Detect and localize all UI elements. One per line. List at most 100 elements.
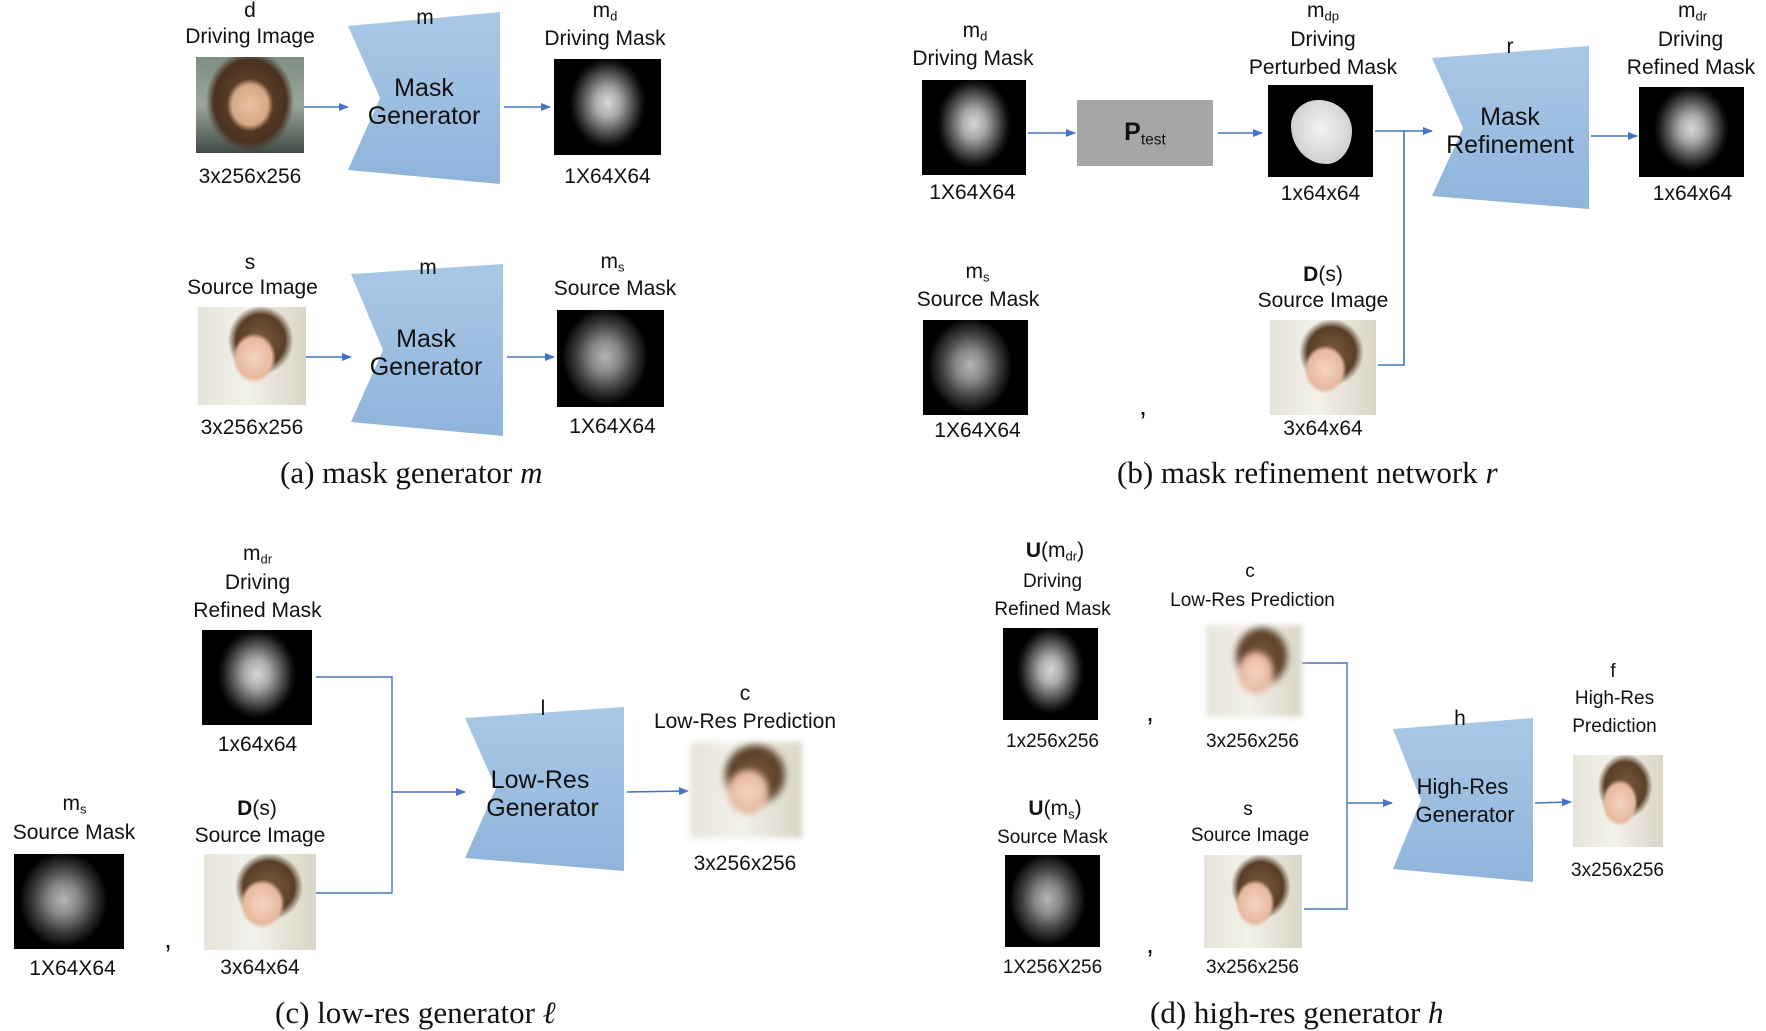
- b-net-line2: Refinement: [1446, 131, 1574, 159]
- a-source-mask-label: Source Mask: [553, 277, 677, 300]
- d-source-img-image: [1204, 855, 1302, 948]
- c-source-mask-label: Source Mask: [12, 821, 136, 844]
- b-perturbed-line2: Perturbed Mask: [1248, 56, 1398, 79]
- a-gen2-line2: Generator: [369, 353, 483, 381]
- c-refined-symbol: mdr: [242, 542, 273, 567]
- c-caption: (c) low-res generator ℓ: [275, 995, 556, 1030]
- d-refined-symbol: U(mdr): [1025, 539, 1085, 564]
- arrow-c2: [626, 787, 689, 796]
- a-source-label: Source Image: [187, 276, 318, 299]
- a-driving-dims: 3x256x256: [198, 165, 302, 188]
- c-pred-symbol: c: [739, 682, 751, 705]
- b-net-symbol: r: [1506, 35, 1514, 58]
- mask-generator-shape-2: [351, 264, 503, 436]
- d-pred-symbol: f: [1610, 661, 1616, 682]
- c-refined-dims: 1x64x64: [217, 733, 298, 756]
- c-source-mask-image: [14, 854, 124, 949]
- wire-b-source: [1378, 131, 1405, 366]
- a-driving-mask-image: [554, 59, 661, 155]
- d-source-mask-symbol: U(ms): [1028, 797, 1082, 822]
- d-source-mask-label: Source Mask: [997, 827, 1108, 848]
- d-caption: (d) high-res generator h: [1150, 995, 1444, 1030]
- b-source-mask-dims: 1X64X64: [934, 419, 1021, 442]
- b-source-mask-image: [923, 320, 1028, 415]
- d-source-img-symbol: s: [1243, 799, 1253, 820]
- c-refined-image: [202, 630, 312, 725]
- a-source-image: [198, 307, 306, 405]
- a-driving-image: [196, 57, 304, 153]
- b-driving-mask-image: [922, 80, 1026, 175]
- b-caption: (b) mask refinement network r: [1117, 455, 1498, 490]
- c-refined-line1: Driving: [224, 571, 291, 594]
- ptest-label: Ptest: [1124, 118, 1166, 149]
- b-perturbed-line1: Driving: [1290, 28, 1356, 51]
- b-source-img-symbol: D(s): [1303, 263, 1343, 286]
- c-source-img-image: [204, 854, 316, 950]
- a-source-mask-image: [557, 310, 664, 407]
- wire-d-inputs: [1302, 662, 1348, 910]
- d-pred-image: [1573, 755, 1663, 847]
- d-lowres-symbol: c: [1245, 561, 1255, 582]
- mask-refinement-shape: [1432, 46, 1589, 209]
- c-pred-label: Low-Res Prediction: [653, 710, 837, 733]
- b-driving-mask-dims: 1X64X64: [929, 181, 1016, 204]
- b-source-mask-label: Source Mask: [916, 288, 1040, 311]
- b-source-mask-symbol: ms: [965, 260, 990, 285]
- d-lowres-label: Low-Res Prediction: [1170, 590, 1335, 611]
- d-lowres-dims: 3x256x256: [1206, 731, 1299, 752]
- d-pred-line1: High-Res: [1574, 688, 1655, 709]
- d-source-img-label: Source Image: [1190, 825, 1310, 846]
- d-source-mask-dims: 1X256X256: [1002, 957, 1103, 978]
- ptest-box: [1077, 100, 1213, 166]
- b-driving-mask-label: Driving Mask: [912, 47, 1034, 70]
- d-comma1: ,: [1146, 696, 1154, 727]
- a-gen1-line2: Generator: [367, 102, 481, 130]
- b-refined-dims: 1x64x64: [1652, 182, 1733, 205]
- d-net-line1: High-Res: [1416, 774, 1509, 799]
- a-gen1-symbol: m: [416, 6, 434, 29]
- d-comma2: ,: [1146, 928, 1154, 959]
- a-driving-mask-symbol: md: [592, 0, 618, 24]
- c-net-line1: Low-Res: [490, 766, 590, 794]
- d-refined-line1: Driving: [1022, 571, 1083, 592]
- a-source-mask-symbol: ms: [600, 250, 625, 275]
- c-source-img-label: Source Image: [194, 824, 326, 847]
- b-comma: ,: [1139, 390, 1147, 421]
- d-net-symbol: h: [1454, 707, 1466, 730]
- d-refined-line2: Refined Mask: [994, 599, 1111, 620]
- b-perturbed-image: [1268, 85, 1373, 177]
- c-net-line2: Generator: [486, 794, 599, 822]
- b-perturbed-dims: 1x64x64: [1280, 182, 1361, 205]
- c-net-symbol: l: [540, 697, 546, 720]
- b-source-img-image: [1270, 320, 1376, 415]
- a-driving-mask-dims: 1X64X64: [564, 165, 651, 188]
- low-res-generator-shape: [465, 707, 624, 871]
- c-pred-dims: 3x256x256: [693, 852, 797, 875]
- c-pred-image: [690, 742, 802, 838]
- d-refined-dims: 1x256x256: [1006, 731, 1099, 752]
- a-gen1-line1: Mask: [394, 74, 454, 102]
- d-lowres-image: [1206, 625, 1302, 717]
- c-source-img-symbol: D(s): [237, 797, 277, 820]
- a-source-symbol: s: [244, 251, 256, 274]
- a-caption: (a) mask generator m: [280, 455, 543, 490]
- d-pred-dims: 3x256x256: [1571, 860, 1664, 881]
- d-source-mask-image: [1005, 855, 1100, 947]
- b-net-line1: Mask: [1480, 103, 1540, 131]
- c-source-mask-symbol: ms: [62, 792, 87, 817]
- d-net-line2: Generator: [1415, 802, 1515, 827]
- c-comma: ,: [164, 923, 172, 954]
- b-source-img-dims: 3x64x64: [1283, 417, 1363, 440]
- mask-generator-shape-1: [348, 12, 500, 184]
- a-driving-symbol: d: [244, 0, 256, 22]
- a-gen2-symbol: m: [419, 256, 437, 279]
- d-source-img-dims: 3x256x256: [1206, 957, 1299, 978]
- a-driving-mask-label: Driving Mask: [544, 27, 666, 50]
- b-refined-image: [1639, 87, 1744, 177]
- b-perturbed-symbol: mdp: [1307, 0, 1339, 24]
- b-driving-mask-symbol: md: [962, 19, 988, 44]
- d-pred-line2: Prediction: [1572, 716, 1657, 737]
- a-source-dims: 3x256x256: [200, 416, 304, 439]
- wire-c-mask: [316, 676, 393, 894]
